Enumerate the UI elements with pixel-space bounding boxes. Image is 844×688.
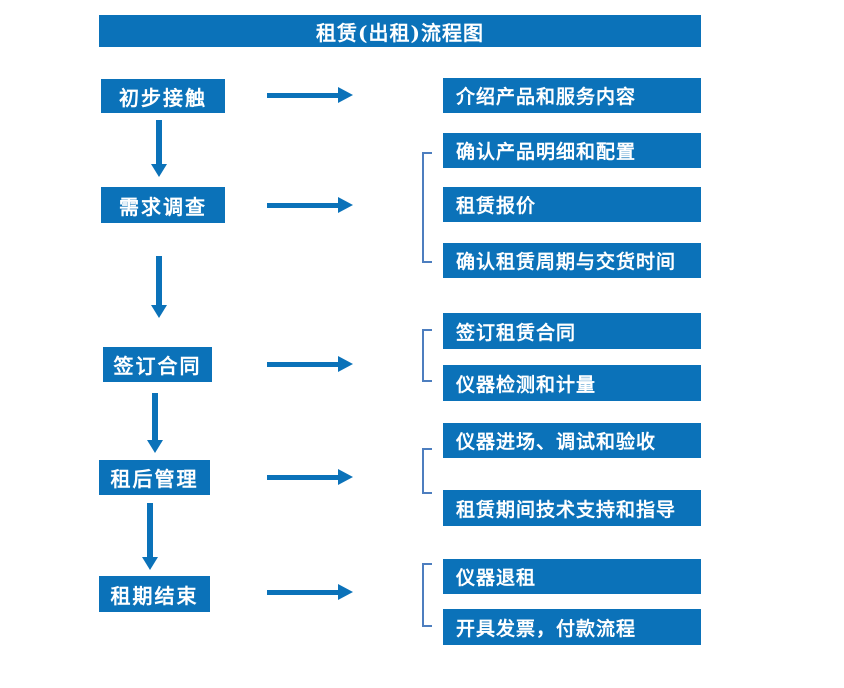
group-bracket-demand-survey bbox=[422, 152, 432, 263]
flowchart-title: 租赁(出租)流程图 bbox=[99, 15, 701, 47]
output-box-rental-quote: 租赁报价 bbox=[443, 187, 701, 222]
right-arrow-head bbox=[338, 356, 353, 372]
right-arrow-shaft bbox=[267, 589, 338, 595]
down-arrow-head bbox=[142, 557, 158, 570]
output-box-introduce-products: 介绍产品和服务内容 bbox=[443, 78, 701, 113]
down-arrow-shaft bbox=[152, 393, 158, 440]
down-arrow-icon bbox=[151, 256, 167, 318]
down-arrow-icon bbox=[147, 393, 163, 453]
output-box-confirm-rental-period: 确认租赁周期与交货时间 bbox=[443, 243, 701, 278]
down-arrow-icon bbox=[151, 120, 167, 177]
stage-box-rental-end: 租期结束 bbox=[99, 576, 210, 612]
down-arrow-shaft bbox=[156, 256, 162, 305]
right-arrow-icon bbox=[267, 469, 353, 485]
right-arrow-icon bbox=[267, 87, 353, 103]
right-arrow-icon bbox=[267, 197, 353, 213]
group-bracket-sign-contract bbox=[422, 329, 432, 382]
group-bracket-post-rental bbox=[422, 448, 432, 494]
group-bracket-rental-end bbox=[422, 563, 432, 627]
output-box-instrument-setup: 仪器进场、调试和验收 bbox=[443, 423, 701, 458]
right-arrow-head bbox=[338, 584, 353, 600]
right-arrow-head bbox=[338, 87, 353, 103]
output-box-instrument-return: 仪器退租 bbox=[443, 559, 701, 594]
output-box-invoice-payment: 开具发票，付款流程 bbox=[443, 609, 701, 645]
stage-box-demand-survey: 需求调查 bbox=[101, 187, 225, 223]
output-box-technical-support: 租赁期间技术支持和指导 bbox=[443, 490, 701, 526]
down-arrow-head bbox=[151, 305, 167, 318]
output-box-instrument-testing: 仪器检测和计量 bbox=[443, 365, 701, 401]
down-arrow-shaft bbox=[147, 503, 153, 557]
down-arrow-head bbox=[151, 164, 167, 177]
right-arrow-head bbox=[338, 469, 353, 485]
stage-box-post-rental-management: 租后管理 bbox=[99, 460, 210, 495]
down-arrow-shaft bbox=[156, 120, 162, 164]
down-arrow-icon bbox=[142, 503, 158, 570]
stage-box-initial-contact: 初步接触 bbox=[101, 79, 225, 113]
output-box-confirm-product-details: 确认产品明细和配置 bbox=[443, 133, 701, 168]
right-arrow-shaft bbox=[267, 361, 338, 367]
right-arrow-icon bbox=[267, 356, 353, 372]
right-arrow-icon bbox=[267, 584, 353, 600]
right-arrow-shaft bbox=[267, 92, 338, 98]
right-arrow-shaft bbox=[267, 202, 338, 208]
output-box-sign-rental-contract: 签订租赁合同 bbox=[443, 313, 701, 349]
stage-box-sign-contract: 签订合同 bbox=[103, 347, 212, 382]
right-arrow-shaft bbox=[267, 474, 338, 480]
right-arrow-head bbox=[338, 197, 353, 213]
down-arrow-head bbox=[147, 440, 163, 453]
